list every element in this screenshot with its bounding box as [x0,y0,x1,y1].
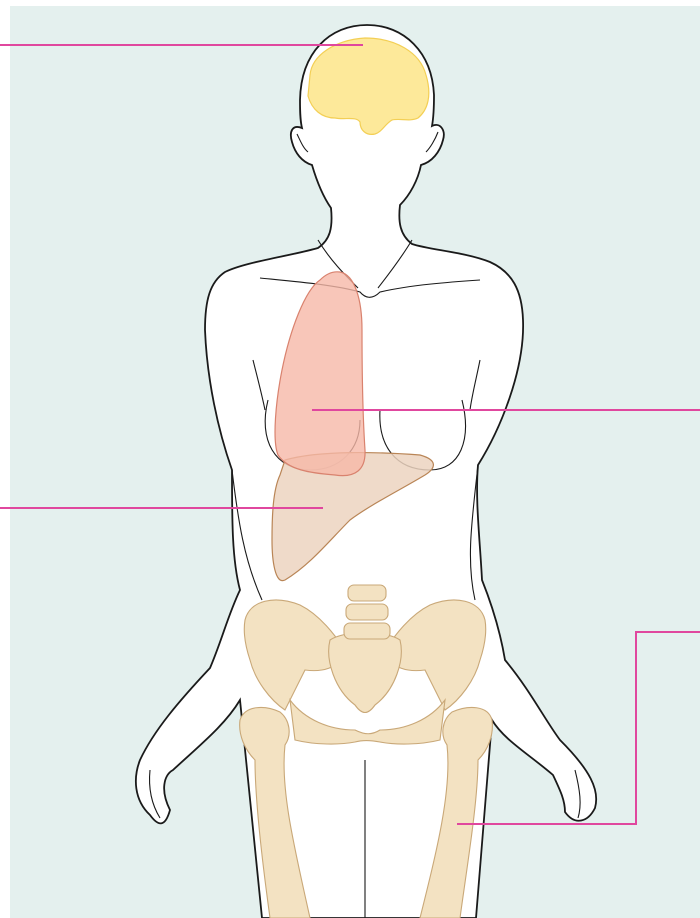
vertebra [344,623,390,639]
vertebra [348,585,386,601]
lumbar-spine [344,585,390,639]
vertebra [346,604,388,620]
